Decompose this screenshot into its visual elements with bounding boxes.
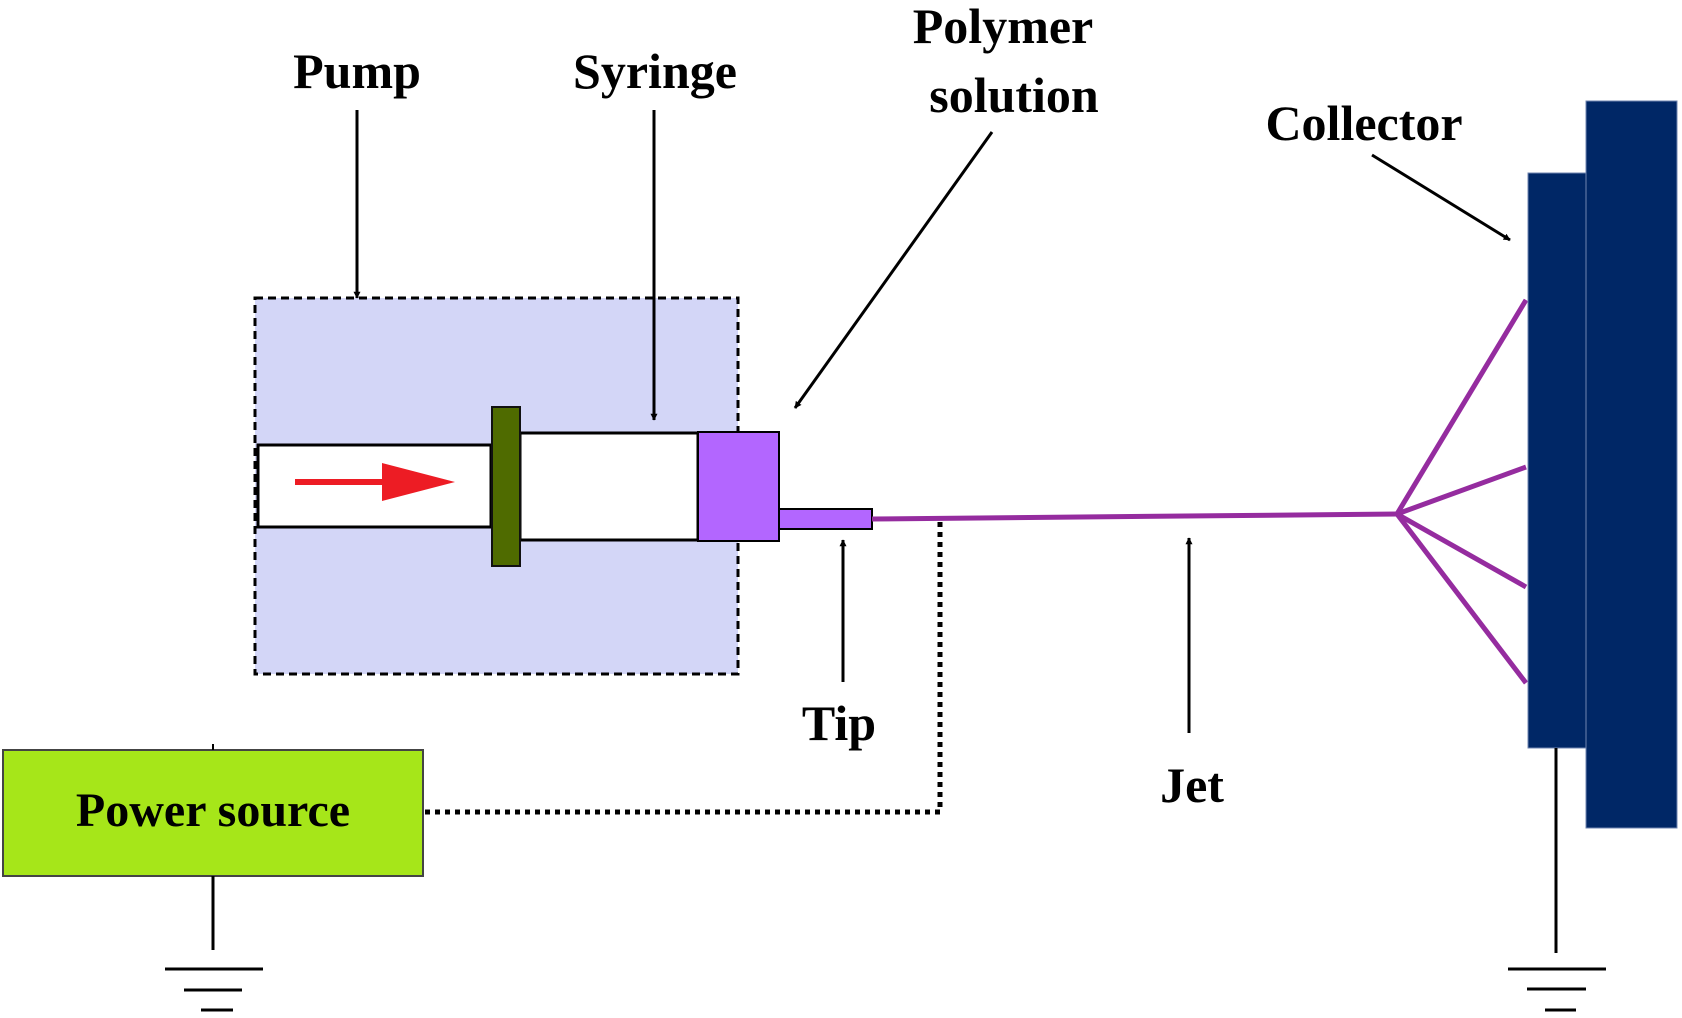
collector-pointer-arrow-icon bbox=[1371, 153, 1511, 242]
jet-line bbox=[871, 511, 1399, 522]
collector-label: Collector bbox=[1265, 95, 1462, 151]
polymer-solution-label-line1: Polymer bbox=[913, 0, 1093, 54]
tip-label: Tip bbox=[802, 695, 876, 751]
jet-fiber bbox=[1394, 298, 1529, 516]
jet-fiber bbox=[1396, 464, 1527, 517]
jet-fibers bbox=[1394, 298, 1529, 685]
pump-label: Pump bbox=[293, 43, 421, 99]
jet-fiber bbox=[1395, 511, 1528, 590]
polymer-solution-pointer-arrow-icon bbox=[793, 131, 994, 409]
collector-back-plate bbox=[1585, 100, 1678, 829]
polymer-solution-reservoir bbox=[697, 431, 780, 542]
power-ground-icon bbox=[165, 876, 263, 1012]
plunger-flange bbox=[491, 406, 521, 567]
syringe-label: Syringe bbox=[573, 43, 737, 99]
syringe-barrel bbox=[518, 431, 700, 542]
jet-label: Jet bbox=[1160, 757, 1224, 813]
jet-fiber bbox=[1395, 512, 1528, 685]
flow-direction-arrow-icon bbox=[295, 463, 455, 501]
polymer-solution-label-line2: solution bbox=[929, 67, 1099, 123]
power-source-label: Power source bbox=[76, 784, 350, 837]
plunger-rod bbox=[256, 443, 493, 529]
needle-tip bbox=[778, 508, 873, 530]
collector-front-plate bbox=[1527, 172, 1587, 749]
collector-ground-icon bbox=[1508, 748, 1606, 1012]
high-voltage-wire bbox=[425, 520, 943, 815]
